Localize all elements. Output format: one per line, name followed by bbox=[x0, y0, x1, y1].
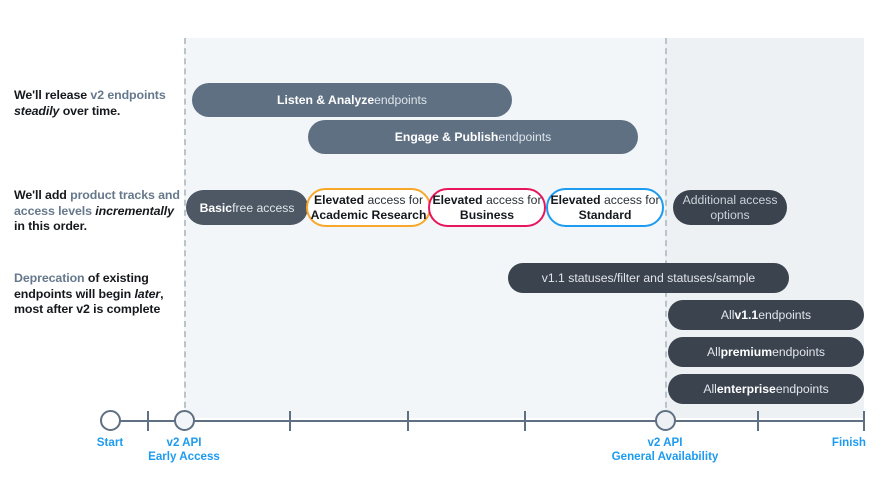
pill-label-bold: Elevated bbox=[550, 193, 601, 207]
pill-line-2: Standard bbox=[578, 207, 632, 222]
pill-all-premium-endpoints[interactable]: All premium endpoints bbox=[668, 337, 864, 367]
label-seg: of existing endpoints will begin bbox=[14, 271, 149, 301]
pill-label-prefix: All bbox=[707, 345, 721, 359]
label-seg: v2 endpoints bbox=[90, 88, 166, 102]
pill-label-bold: Elevated bbox=[313, 193, 365, 207]
milestone-label-line2: Early Access bbox=[148, 450, 220, 463]
milestone-label-v2-general-availability: v2 API General Availability bbox=[612, 436, 719, 464]
pill-label-bold: premium bbox=[720, 345, 773, 359]
milestone-label-v2-early-access: v2 API Early Access bbox=[148, 436, 220, 464]
pill-label-normal: access for bbox=[364, 193, 424, 207]
pill-label-prefix: All bbox=[720, 308, 735, 322]
pill-label-normal: free access bbox=[232, 200, 295, 215]
timeline-axis bbox=[110, 420, 864, 423]
pill-elevated-academic-research[interactable]: Elevated access for Academic Research bbox=[306, 188, 431, 227]
pill-label-bold: enterprise bbox=[716, 382, 776, 396]
pill-label-suffix: endpoints bbox=[775, 382, 829, 396]
pill-listen-analyze[interactable]: Listen & Analyze endpoints bbox=[192, 83, 512, 117]
label-seg: We'll add bbox=[14, 188, 71, 202]
timeline-tick-finish bbox=[863, 411, 866, 431]
pill-label-suffix: endpoints bbox=[772, 345, 825, 359]
label-seg: in this order. bbox=[14, 219, 87, 233]
milestone-node-v2-early-access[interactable] bbox=[173, 410, 195, 431]
label-seg: later bbox=[134, 286, 161, 301]
pill-additional-access-options[interactable]: Additional access options bbox=[673, 190, 787, 225]
milestone-node-start[interactable] bbox=[99, 410, 121, 431]
pill-label-bold: Listen & Analyze bbox=[277, 93, 375, 107]
milestone-label-line1: v2 API bbox=[647, 436, 683, 449]
milestone-label-line1: Start bbox=[96, 436, 124, 449]
pill-label-normal: access for bbox=[482, 193, 542, 207]
pill-line-2: options bbox=[710, 207, 750, 222]
pill-all-v11-endpoints[interactable]: All v1.1 endpoints bbox=[668, 300, 864, 330]
milestone-label-line2: General Availability bbox=[611, 450, 719, 463]
timeline-tick bbox=[289, 411, 292, 431]
label-seg: over time. bbox=[59, 103, 121, 118]
pill-label-prefix: All bbox=[703, 382, 717, 396]
milestone-label-start: Start bbox=[97, 436, 123, 450]
pill-line-1: Elevated access for bbox=[432, 193, 541, 208]
pill-label-bold: v1.1 bbox=[734, 308, 759, 322]
timeline-tick bbox=[524, 411, 527, 431]
timeline-tick bbox=[407, 411, 410, 431]
row-label-release: We'll release v2 endpoints steadily over… bbox=[14, 88, 184, 119]
milestone-label-line1: Finish bbox=[831, 436, 866, 449]
label-seg: steadily bbox=[14, 103, 60, 118]
pill-label-bold: Engage & Publish bbox=[394, 130, 499, 144]
pill-line-2: Business bbox=[459, 207, 515, 222]
row-label-access: We'll add product tracks and access leve… bbox=[14, 188, 184, 235]
pill-all-enterprise-endpoints[interactable]: All enterprise endpoints bbox=[668, 374, 864, 404]
divider-general-availability bbox=[665, 38, 667, 418]
pill-v11-statuses-filter-sample[interactable]: v1.1 statuses/filter and statuses/sample bbox=[508, 263, 789, 293]
pill-elevated-standard[interactable]: Elevated access for Standard bbox=[546, 188, 664, 227]
pill-label-normal: access for bbox=[600, 193, 660, 207]
milestone-node-v2-general-availability[interactable] bbox=[654, 410, 676, 431]
pill-line-1: Additional access bbox=[682, 193, 778, 207]
pill-label-normal: v1.1 statuses/filter and statuses/sample bbox=[541, 271, 756, 285]
label-seg: Deprecation bbox=[14, 271, 85, 285]
pill-label-bold: Basic bbox=[199, 200, 233, 215]
label-seg: incrementally bbox=[95, 203, 174, 218]
row-label-deprecation: Deprecation of existing endpoints will b… bbox=[14, 271, 184, 318]
pill-elevated-business[interactable]: Elevated access for Business bbox=[428, 188, 546, 227]
label-seg: product tracks and access levels bbox=[14, 188, 180, 218]
milestone-label-finish: Finish bbox=[832, 436, 866, 450]
pill-label-normal: endpoints bbox=[374, 93, 427, 107]
label-seg: We'll release bbox=[14, 88, 91, 102]
pill-line-2: Academic Research bbox=[310, 207, 427, 222]
timeline-tick bbox=[757, 411, 760, 431]
pill-basic-free-access[interactable]: Basic free access bbox=[186, 190, 308, 225]
pill-label-bold: Elevated bbox=[432, 193, 483, 207]
pill-engage-publish[interactable]: Engage & Publish endpoints bbox=[308, 120, 638, 154]
timeline-tick bbox=[147, 411, 150, 431]
pill-line-1: Elevated access for bbox=[314, 193, 423, 208]
pill-line-1: Elevated access for bbox=[550, 193, 659, 208]
milestone-label-line1: v2 API bbox=[166, 436, 202, 449]
label-seg: , most after v2 is complete bbox=[14, 286, 164, 317]
divider-early-access bbox=[184, 38, 186, 418]
pill-label-normal: endpoints bbox=[498, 130, 552, 144]
pill-label-suffix: endpoints bbox=[758, 308, 812, 322]
